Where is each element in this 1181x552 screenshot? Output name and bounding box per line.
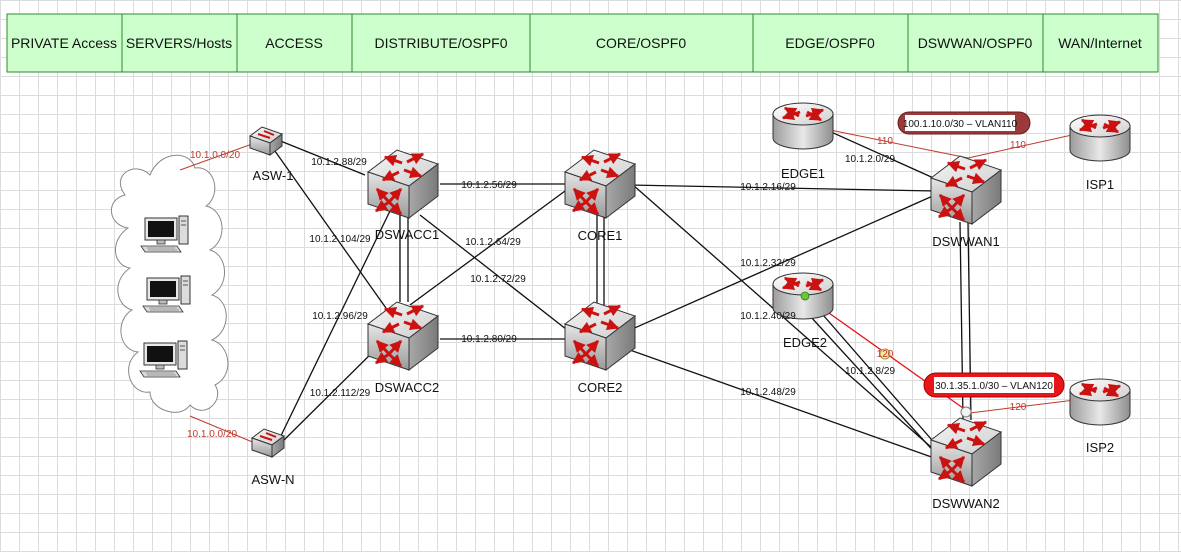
vlan-tag-edge2: 120 — [877, 349, 894, 360]
header-access: ACCESS — [265, 35, 323, 51]
header-wan-internet: WAN/Internet — [1058, 35, 1142, 51]
private-cloud — [110, 154, 229, 413]
subnet-label: 10.1.2.16/29 — [740, 182, 796, 193]
header-servers-hosts: SERVERS/Hosts — [126, 35, 232, 51]
asw1-label: ASW-1 — [253, 168, 294, 183]
subnet-label-cloud-top: 10.1.0.0/20 — [190, 150, 240, 161]
subnet-label: 10.1.2.64/29 — [465, 237, 521, 248]
links — [179, 117, 1076, 461]
dswacc2-switch-icon[interactable] — [368, 302, 438, 370]
link-marker — [960, 406, 972, 418]
subnet-label: 10.1.2.80/29 — [461, 334, 517, 345]
core2-switch-icon[interactable] — [565, 302, 635, 370]
header-edge: EDGE/OSPF0 — [785, 35, 875, 51]
header-private-access: PRIVATE Access — [11, 35, 117, 51]
dswwan1-label: DSWWAN1 — [932, 234, 999, 249]
subnet-label: 10.1.2.72/29 — [470, 274, 526, 285]
isp2-label: ISP2 — [1086, 440, 1114, 455]
edge1-router-icon[interactable] — [773, 103, 833, 149]
vlan110-tag: 100.1.10.0/30 – VLAN110 — [897, 111, 1031, 135]
subnet-label: 10.1.2.88/29 — [311, 157, 367, 168]
vlan-tag-isp1: 110 — [1010, 140, 1026, 151]
subnet-label: 10.1.2.8/29 — [845, 366, 895, 377]
edge1-label: EDGE1 — [781, 166, 825, 181]
core1-label: CORE1 — [578, 228, 623, 243]
isp1-router-icon[interactable] — [1070, 115, 1130, 161]
aswn-label: ASW-N — [251, 472, 294, 487]
vlan110-label: 100.1.10.0/30 – VLAN110 — [903, 119, 1018, 130]
dswwan1-switch-icon[interactable] — [931, 156, 1001, 224]
subnet-label: 10.1.2.104/29 — [309, 234, 371, 245]
dswacc1-label: DSWACC1 — [375, 227, 440, 242]
subnet-label: 10.1.2.0/29 — [845, 154, 895, 165]
core2-label: CORE2 — [578, 380, 623, 395]
dswacc1-switch-icon[interactable] — [368, 150, 438, 218]
dswwan2-label: DSWWAN2 — [932, 496, 999, 511]
isp2-router-icon[interactable] — [1070, 379, 1130, 425]
subnet-label: 10.1.2.96/29 — [312, 311, 368, 322]
edge2-label: EDGE2 — [783, 335, 827, 350]
dswacc2-label: DSWACC2 — [375, 380, 440, 395]
header-row: PRIVATE Access SERVERS/Hosts ACCESS DIST… — [6, 13, 1159, 73]
link-marker — [879, 348, 891, 360]
subnet-label: 10.1.2.112/29 — [310, 388, 371, 399]
vlan120-label: 30.1.35.1.0/30 – VLAN120 — [935, 381, 1053, 392]
vlan120-tag: 30.1.35.1.0/30 – VLAN120 — [923, 372, 1065, 398]
subnet-label: 10.1.2.48/29 — [740, 387, 796, 398]
subnet-label: 10.1.2.40/29 — [740, 311, 796, 322]
subnet-label: 10.1.2.56/29 — [461, 180, 517, 191]
core1-switch-icon[interactable] — [565, 150, 635, 218]
header-dswwan: DSWWAN/OSPF0 — [918, 35, 1033, 51]
vlan-tag-isp2: 120 — [1010, 402, 1027, 413]
isp1-label: ISP1 — [1086, 177, 1114, 192]
subnet-label: 10.1.2.32/29 — [740, 258, 796, 269]
subnet-label-cloud-bottom: 10.1.0.0/20 — [187, 429, 237, 440]
header-distribute: DISTRIBUTE/OSPF0 — [374, 35, 507, 51]
dswwan2-switch-icon[interactable] — [931, 418, 1001, 486]
aswn-switch-icon[interactable] — [251, 428, 285, 458]
header-core: CORE/OSPF0 — [596, 35, 686, 51]
asw1-switch-icon[interactable] — [249, 126, 283, 156]
vlan-tag-edge1: 110 — [877, 136, 893, 147]
status-dot — [800, 291, 810, 301]
